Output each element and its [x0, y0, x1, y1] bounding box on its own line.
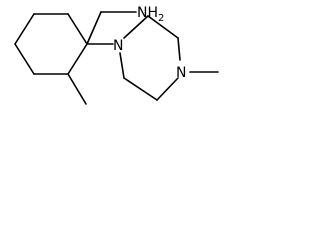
- bond-n4-cc: [156, 77, 179, 101]
- bond-n1-ca: [123, 15, 149, 39]
- bond-cb-n4: [177, 37, 181, 61]
- bond-ring-c1-c2: [67, 43, 88, 75]
- piperazine-ring: [119, 15, 181, 101]
- bond-ca-cb: [147, 15, 179, 39]
- bond-ring-c4-c5: [14, 13, 35, 45]
- atom-label-piperazine-n4: N: [176, 65, 186, 81]
- bond-ring-c6-c1: [67, 13, 88, 45]
- bond-cd-n1: [119, 52, 125, 79]
- atom-label-amine: NH2: [137, 5, 164, 24]
- bond-c1-ch2: [86, 11, 102, 45]
- molecule-structure: NH2 N N: [14, 5, 219, 105]
- bond-cc-cd: [123, 77, 158, 101]
- bond-ring-methyl: [67, 73, 87, 105]
- cyclohexane-ring: [14, 13, 88, 75]
- bond-ring-c3-c4: [14, 43, 35, 75]
- atom-label-piperazine-n1: N: [113, 38, 123, 54]
